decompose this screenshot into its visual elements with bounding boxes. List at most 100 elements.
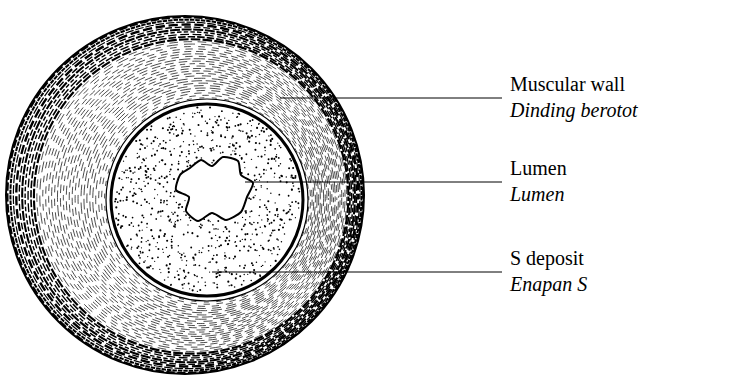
deposit-dot [164,279,166,281]
deposit-dot [143,261,145,263]
deposit-dot [249,137,251,139]
muscle-fibre [75,73,325,323]
deposit-dot [157,194,158,195]
deposit-dot [115,206,117,208]
deposit-dot [289,209,291,211]
deposit-dot [159,229,161,231]
deposit-dot [154,198,155,199]
deposit-dot [261,186,262,187]
deposit-dot [297,202,299,204]
deposit-dot [133,188,134,189]
deposit-dot [163,235,165,237]
deposit-dot [115,198,117,200]
deposit-dot [242,217,243,218]
deposit-dot [227,129,229,131]
deposit-dot [133,195,135,197]
deposit-dot [153,140,155,142]
deposit-dot [235,245,237,247]
deposit-dot [265,207,267,209]
deposit-dot [139,257,141,259]
deposit-dot [278,165,280,167]
deposit-dot [232,150,233,151]
deposit-dot [117,223,119,225]
deposit-dot [181,206,183,208]
deposit-dot [235,148,237,150]
deposit-dot [171,247,173,249]
deposit-dot [166,204,168,206]
deposit-dot [123,161,124,162]
deposit-dot [192,140,194,142]
deposit-dot [250,130,252,132]
deposit-dot [169,117,171,119]
deposit-dot [173,178,175,180]
deposit-dot [270,140,272,142]
deposit-dot [234,221,236,223]
deposit-dot [288,195,290,197]
deposit-dot [122,215,124,217]
deposit-dot [254,249,256,251]
deposit-dot [259,275,261,277]
deposit-dot [145,170,147,172]
deposit-dot [188,150,190,152]
deposit-dot [220,119,222,121]
deposit-dot [239,275,241,277]
deposit-dot [170,284,172,286]
deposit-dot [156,150,158,152]
deposit-dot [215,261,217,263]
deposit-dot [279,224,281,226]
deposit-dot [228,126,230,128]
deposit-dot [278,194,280,196]
deposit-dot [130,181,132,183]
deposit-dot [235,125,237,127]
deposit-dot [170,284,172,286]
deposit-dot [169,195,171,197]
deposit-dot [144,199,146,201]
deposit-dot [271,138,273,140]
deposit-dot [236,235,238,237]
deposit-dot [282,227,284,229]
deposit-dot [162,127,164,129]
deposit-dot [216,273,218,275]
deposit-dot [265,261,266,262]
deposit-dot [220,244,222,246]
deposit-dot [141,247,142,248]
deposit-dot [275,156,277,158]
deposit-dot [268,240,270,242]
deposit-dot [145,165,147,167]
deposit-dot [288,204,289,205]
muscle-fibre [22,29,355,362]
deposit-dot [291,188,293,190]
deposit-dot [135,182,137,184]
deposit-dot [247,250,249,252]
deposit-dot [155,246,156,247]
deposit-dot [180,145,181,146]
deposit-dot [213,255,215,257]
deposit-dot [188,160,190,162]
deposit-dot [203,147,205,149]
deposit-dot [178,163,180,165]
deposit-dot [234,256,236,258]
deposit-dot [196,106,198,108]
deposit-dot [192,257,194,259]
deposit-dot [211,245,213,247]
deposit-dot [184,255,186,257]
deposit-dot [171,221,172,222]
deposit-dot [279,218,281,220]
deposit-dot [207,220,209,222]
deposit-dot [276,208,278,210]
deposit-dot [229,257,231,259]
deposit-dot [211,162,213,164]
deposit-dot [199,226,200,227]
deposit-dot [247,138,248,139]
deposit-dot [248,140,250,142]
deposit-dot [152,268,154,270]
deposit-dot [237,222,238,223]
deposit-dot [277,143,278,144]
deposit-dot [254,149,256,151]
deposit-dot [199,289,201,291]
deposit-dot [167,118,169,120]
deposit-dot [183,113,185,115]
deposit-dot [250,223,251,224]
deposit-dot [234,242,235,243]
deposit-dot [183,234,185,236]
